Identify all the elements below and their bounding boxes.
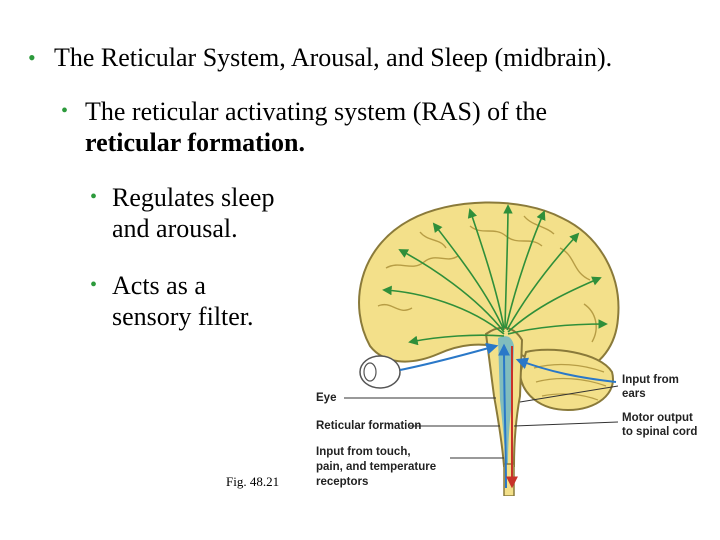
touch-input-arrow bbox=[498, 343, 511, 489]
figure-caption: Fig. 48.21 bbox=[226, 474, 280, 489]
ear-input-arrow bbox=[515, 357, 617, 383]
label-motor-output-1: Motor output bbox=[622, 412, 693, 424]
bullet-level3a-line2: and arousal. bbox=[112, 214, 238, 243]
bullet-level1-text: The Reticular System, Arousal, and Sleep… bbox=[54, 43, 613, 72]
label-input-ears-2: ears bbox=[622, 388, 646, 400]
label-reticular-formation: Reticular formation bbox=[316, 420, 421, 432]
activation-arrows bbox=[382, 204, 608, 346]
reticular-core bbox=[498, 336, 514, 464]
bullet-dot: • bbox=[90, 186, 98, 208]
bullet-level3-filter: • Acts as a sensory filter. bbox=[90, 270, 254, 332]
brain-diagram: Eye Reticular formation Input from touch… bbox=[316, 201, 697, 496]
bullet-level3a-line1: Regulates sleep bbox=[112, 183, 275, 212]
label-input-touch-1: Input from touch, bbox=[316, 446, 411, 458]
bullet-dot: • bbox=[28, 45, 36, 70]
bullet-level2-bold: reticular formation. bbox=[85, 128, 305, 157]
bullet-level3b-line1: Acts as a bbox=[112, 271, 206, 300]
bullet-level3b-line2: sensory filter. bbox=[112, 302, 254, 331]
label-motor-output-2: to spinal cord bbox=[622, 426, 697, 438]
label-input-touch-2: pain, and temperature bbox=[316, 461, 436, 473]
eye-input-arrow bbox=[399, 342, 499, 371]
bullet-dot: • bbox=[61, 100, 69, 122]
bullet-level3-sleep: • Regulates sleep and arousal. bbox=[90, 182, 275, 244]
label-input-touch-3: receptors bbox=[316, 476, 368, 488]
bullet-level1: • The Reticular System, Arousal, and Sle… bbox=[28, 42, 613, 73]
bullet-dot: • bbox=[90, 274, 98, 296]
label-input-ears-1: Input from bbox=[622, 374, 679, 386]
cerebellum bbox=[518, 348, 614, 412]
label-eye: Eye bbox=[316, 392, 336, 404]
bullet-level2: • The reticular activating system (RAS) … bbox=[61, 96, 548, 158]
cerebrum bbox=[358, 201, 620, 375]
bullet-level2-text: The reticular activating system (RAS) of… bbox=[85, 97, 548, 126]
